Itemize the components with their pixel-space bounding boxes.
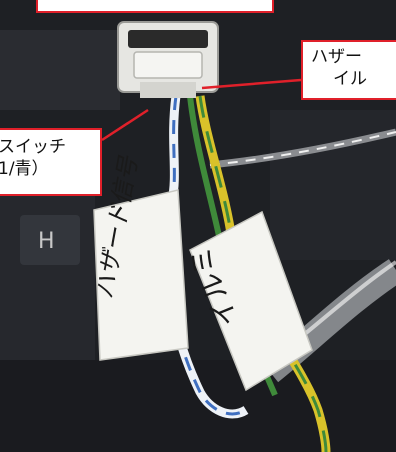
callout-left-line1: スイッチ [0, 137, 66, 157]
dash-panel-upper [0, 30, 120, 110]
callout-left-leader [101, 108, 149, 142]
callout-left-line2: 1/青） [0, 159, 49, 179]
dash-panel-bottom [0, 360, 396, 452]
callout-right: ハザー イル [301, 40, 396, 100]
callout-right-line1: ハザー [311, 47, 362, 67]
callout-right-line2: イル [333, 69, 367, 89]
callout-left: スイッチ 1/青） [0, 128, 102, 196]
dash-switch [20, 215, 80, 265]
tape-right [189, 210, 313, 392]
callout-right-leader [201, 78, 302, 90]
wire-connector [117, 21, 219, 98]
callout-top [36, 0, 274, 13]
grey-cable-stripe [209, 131, 396, 166]
tape-left [93, 189, 189, 361]
dash-switch-letter: H [38, 229, 55, 254]
dash-panel-right [270, 110, 396, 260]
